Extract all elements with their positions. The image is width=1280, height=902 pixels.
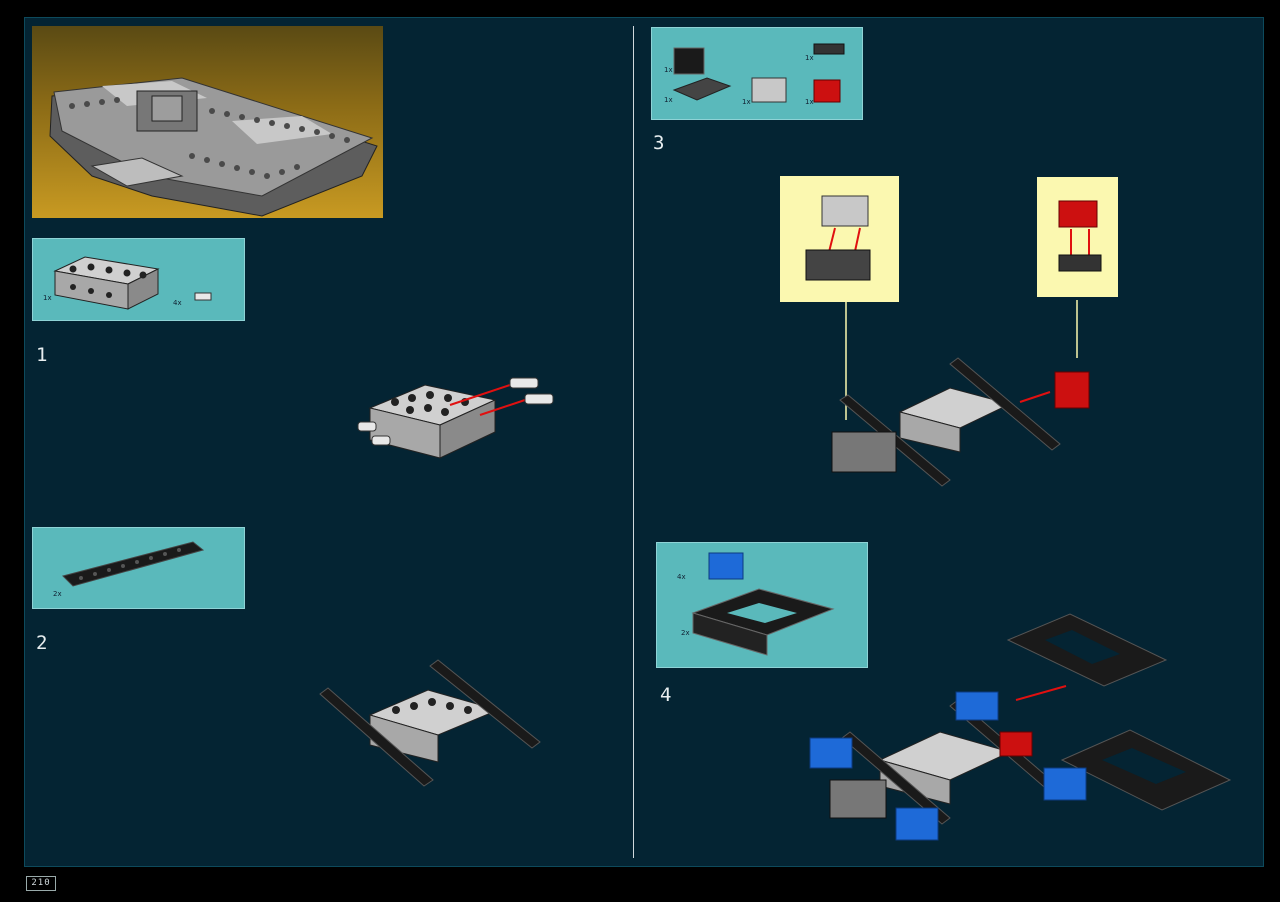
step-4-assembly-illustration	[809, 613, 1232, 841]
part-quantity: 1x	[805, 54, 814, 62]
step-number: 4	[660, 684, 673, 706]
callout-illustration	[1058, 200, 1102, 272]
part-quantity: 1x	[43, 294, 52, 302]
part-quantity: 1x	[664, 66, 673, 74]
part-quantity: 1x	[664, 96, 673, 104]
step-number: 1	[36, 344, 49, 366]
step-2-parts-box: 2x	[32, 527, 245, 609]
technic-beam-illustration	[62, 541, 205, 587]
completed-model-illustration	[49, 77, 378, 217]
step-3-assembly-illustration	[831, 300, 1090, 487]
part-quantity: 1x	[742, 98, 751, 106]
part-quantity: 1x	[805, 98, 814, 106]
sub-assembly-callout	[1037, 177, 1118, 297]
step-1-assembly-illustration	[357, 377, 554, 459]
callout-illustration	[805, 195, 871, 281]
part-quantity: 2x	[681, 629, 690, 637]
step-1-parts-box: 1x 4x	[32, 238, 245, 321]
sub-assembly-callout	[780, 176, 899, 302]
part-quantity: 2x	[53, 590, 62, 598]
step-number: 2	[36, 632, 49, 654]
step-4-parts-box: 4x 2x	[656, 542, 868, 668]
part-quantity: 4x	[677, 573, 686, 581]
column-divider	[633, 26, 634, 858]
step-3-parts-illustration	[672, 43, 845, 103]
step-4-parts-illustration	[691, 552, 835, 656]
part-quantity: 4x	[173, 299, 182, 307]
technic-brick-illustration	[53, 256, 212, 310]
step-3-parts-box: 1x 1x 1x 1x 1x	[651, 27, 863, 120]
completed-model-preview	[32, 26, 383, 218]
page-number: 210	[26, 876, 56, 891]
step-2-assembly-illustration	[319, 659, 541, 787]
step-number: 3	[653, 132, 666, 154]
